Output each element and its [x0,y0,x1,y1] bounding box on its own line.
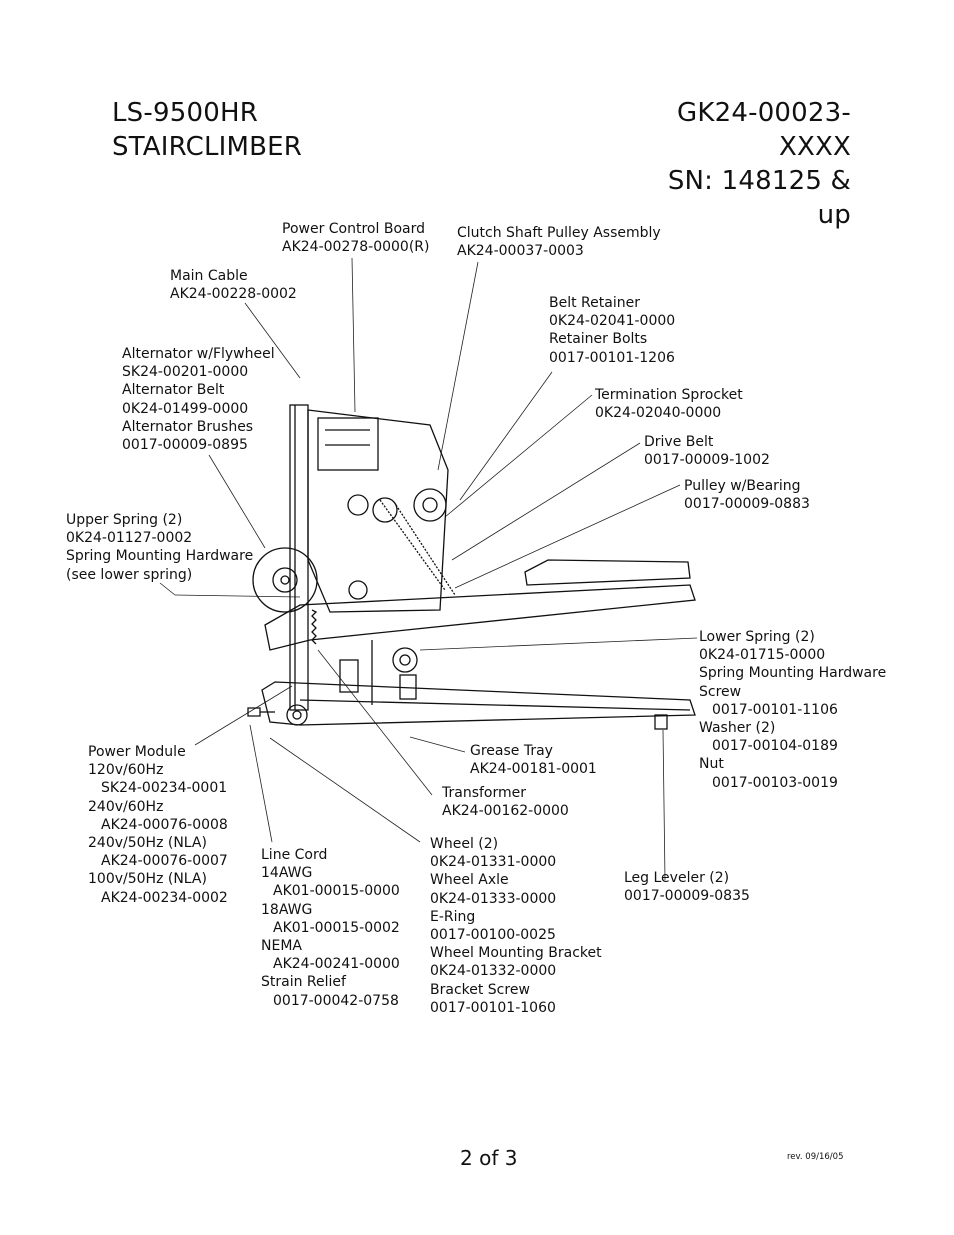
callout-transformer: Transformer AK24-00162-0000 [442,785,569,820]
callout-power-module: Power Module 120v/60Hz SK24-00234-0001 2… [88,744,228,906]
assembly-number: GK24-00023-XXXX [677,98,851,162]
callout-leg-leveler: Leg Leveler (2) 0017-00009-0835 [624,870,750,905]
model-number: LS-9500HR [112,98,258,128]
callout-grease-tray: Grease Tray AK24-00181-0001 [470,743,597,778]
model-title: LS-9500HR STAIRCLIMBER [112,96,302,164]
callout-wheel: Wheel (2) 0K24-01331-0000 Wheel Axle 0K2… [430,836,602,1016]
revision-date: rev. 09/16/05 [787,1152,844,1162]
assembly-title: GK24-00023-XXXX SN: 148125 & up [628,96,851,232]
product-name: STAIRCLIMBER [112,132,303,162]
callout-main-cable: Main Cable AK24-00228-0002 [170,268,297,303]
callout-belt-retainer: Belt Retainer 0K24-02041-0000 Retainer B… [549,295,676,366]
callout-pulley: Pulley w/Bearing 0017-00009-0883 [684,478,810,513]
machine-drawing [247,404,696,730]
serial-range: SN: 148125 & up [667,166,851,230]
callout-drive-belt: Drive Belt 0017-00009-1002 [644,434,770,469]
callout-alternator: Alternator w/Flywheel SK24-00201-0000 Al… [122,346,275,454]
callout-clutch-shaft: Clutch Shaft Pulley Assembly AK24-00037-… [457,225,661,260]
callout-power-control-board: Power Control Board AK24-00278-0000(R) [282,221,430,256]
leader-lines [159,257,698,881]
page-number: 2 of 3 [460,1146,518,1170]
callout-upper-spring: Upper Spring (2) 0K24-01127-0002 Spring … [66,512,254,583]
callout-line-cord: Line Cord 14AWG AK01-00015-0000 18AWG AK… [261,847,400,1009]
callout-lower-spring: Lower Spring (2) 0K24-01715-0000 Spring … [699,629,887,791]
callout-termination-sprocket: Termination Sprocket 0K24-02040-0000 [595,387,743,422]
